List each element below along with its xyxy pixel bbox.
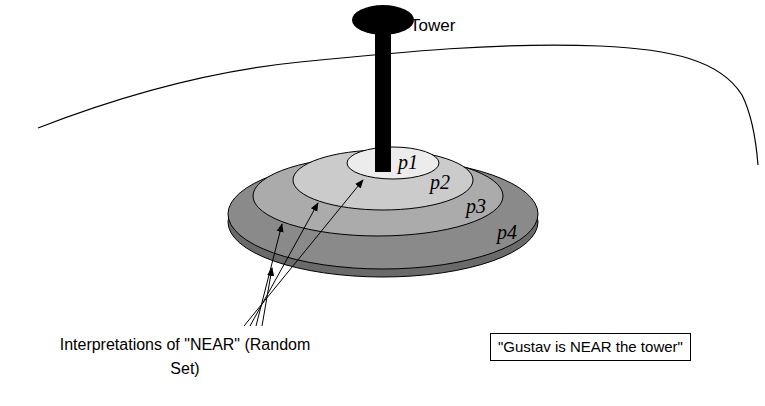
probability-label: p2 xyxy=(430,172,450,192)
leader-arrow xyxy=(256,224,282,326)
tower-top xyxy=(352,5,414,35)
inner-band: p1 xyxy=(346,146,440,180)
tower-pole xyxy=(375,20,391,172)
interpretations-label: Interpretations of "NEAR" (Random Set) xyxy=(58,333,312,381)
probability-label: p3 xyxy=(466,196,486,216)
outer-band: p4 p3 p2 p1 xyxy=(226,155,542,281)
leader-arrow xyxy=(250,203,318,326)
leader-arrow xyxy=(262,268,272,326)
leader-arrow xyxy=(244,180,363,326)
ellipse-shape xyxy=(346,146,440,180)
probability-label: p4 xyxy=(497,222,517,242)
statement-text: "Gustav is NEAR the tower" xyxy=(498,338,683,356)
statement-box: "Gustav is NEAR the tower" xyxy=(490,333,691,361)
tower-label: Tower xyxy=(410,13,455,39)
probability-label: p1 xyxy=(398,152,418,172)
ellipse xyxy=(347,147,439,179)
